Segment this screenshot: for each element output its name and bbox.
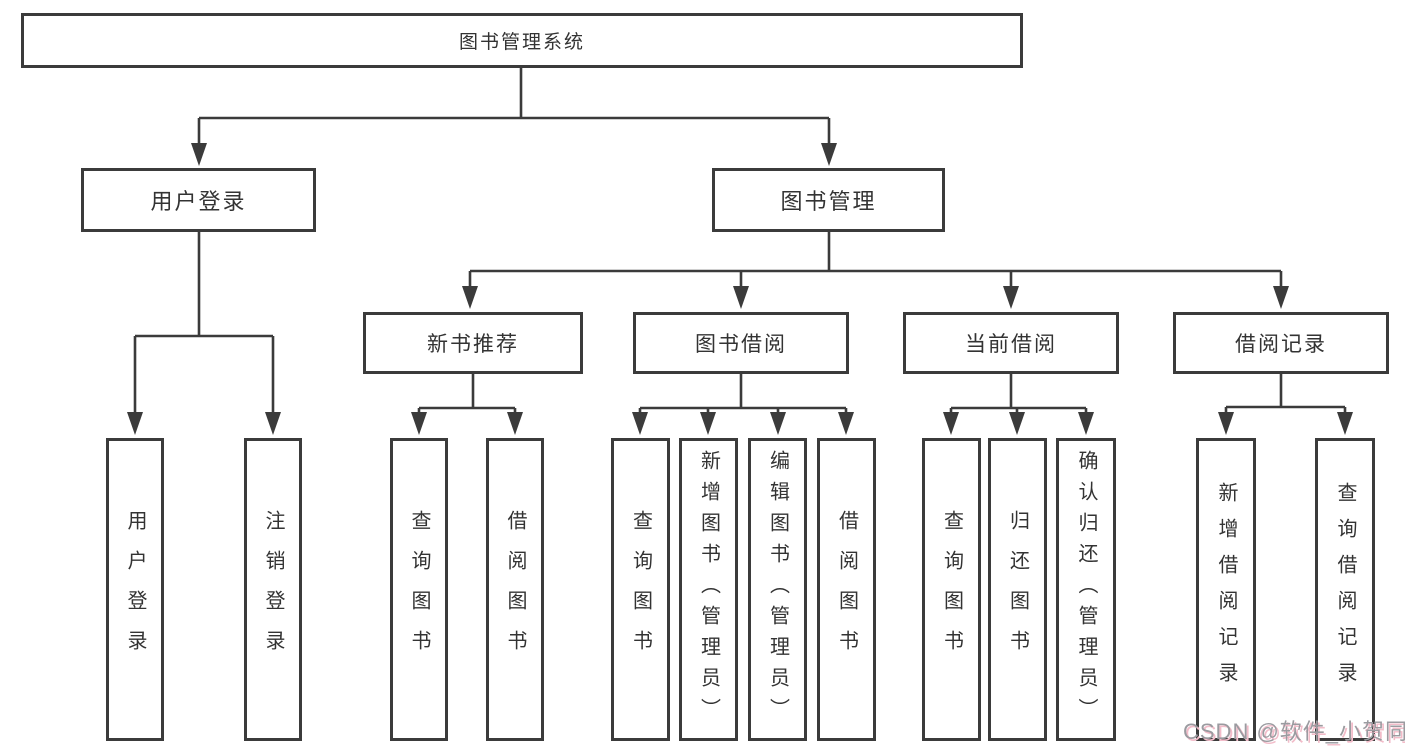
leaf-add-borrow-record: 新增借阅记录 (1196, 438, 1256, 741)
leaf-logout: 注销登录 (244, 438, 302, 741)
arrowheads (127, 143, 1353, 435)
node-borrowing-records-label: 借阅记录 (1235, 333, 1327, 356)
node-book-borrowing: 图书借阅 (633, 312, 849, 374)
node-user-login: 用户登录 (81, 168, 316, 232)
node-new-book-recommendation-label: 新书推荐 (427, 333, 519, 356)
node-user-login-label: 用户登录 (150, 189, 247, 214)
node-new-book-recommendation: 新书推荐 (363, 312, 583, 374)
leaf-user-login-label: 用户登录 (124, 509, 146, 670)
leaf-add-borrow-record-label: 新增借阅记录 (1215, 481, 1237, 698)
leaf-logout-label: 注销登录 (262, 509, 284, 670)
leaf-query-books-current: 查询图书 (922, 438, 981, 741)
leaf-query-borrow-record: 查询借阅记录 (1315, 438, 1375, 741)
node-book-borrowing-label: 图书借阅 (695, 333, 787, 356)
leaf-query-books-current-label: 查询图书 (940, 509, 963, 670)
leaf-query-borrow-record-label: 查询借阅记录 (1334, 481, 1356, 698)
leaf-query-books-recommend-label: 查询图书 (408, 509, 430, 670)
leaf-return-books-label: 归还图书 (1006, 509, 1029, 670)
node-root-label: 图书管理系统 (458, 32, 585, 53)
leaf-query-books-borrowing: 查询图书 (611, 438, 670, 741)
leaf-borrow-books-recommend-label: 借阅图书 (504, 509, 526, 670)
node-book-management-label: 图书管理 (780, 189, 877, 214)
leaf-borrow-books-label: 借阅图书 (835, 509, 858, 670)
leaf-return-books: 归还图书 (988, 438, 1047, 741)
leaf-query-books-recommend: 查询图书 (390, 438, 448, 741)
leaf-add-books-admin-label: 新增图书（管理员） (697, 450, 720, 729)
leaf-user-login: 用户登录 (106, 438, 164, 741)
leaf-borrow-books: 借阅图书 (817, 438, 876, 741)
leaf-query-books-borrowing-label: 查询图书 (629, 509, 652, 670)
node-root: 图书管理系统 (21, 13, 1023, 68)
leaf-edit-books-admin: 编辑图书（管理员） (748, 438, 807, 741)
node-current-borrowing: 当前借阅 (903, 312, 1119, 374)
csdn-watermark: CSDN @软件_小贺同学 (1183, 719, 1405, 744)
leaf-borrow-books-recommend: 借阅图书 (486, 438, 544, 741)
node-borrowing-records: 借阅记录 (1173, 312, 1389, 374)
leaf-confirm-return-admin: 确认归还（管理员） (1056, 438, 1116, 741)
leaf-add-books-admin: 新增图书（管理员） (679, 438, 738, 741)
node-current-borrowing-label: 当前借阅 (965, 333, 1057, 356)
node-book-management: 图书管理 (712, 168, 945, 232)
leaf-edit-books-admin-label: 编辑图书（管理员） (766, 450, 789, 729)
leaf-confirm-return-admin-label: 确认归还（管理员） (1075, 450, 1097, 729)
